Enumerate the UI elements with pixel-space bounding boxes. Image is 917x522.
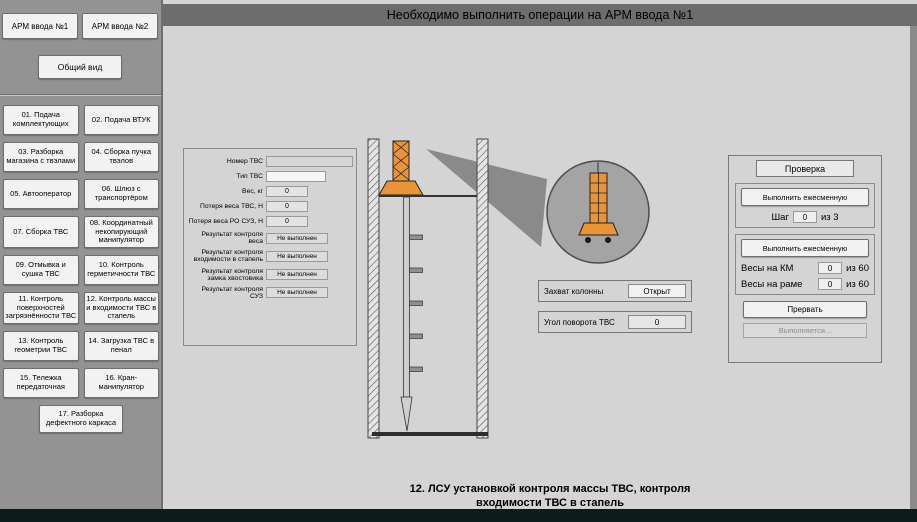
progress-status-label: Выполняется...: [743, 323, 867, 338]
screen-caption-line2: входимости ТВС в стапель: [475, 496, 624, 509]
grip-mast: [378, 140, 424, 196]
tvs-rotation-angle-box: Угол поворота ТВС 0: [538, 311, 692, 333]
form-row: Результат контроля входимости в стапель …: [187, 249, 353, 263]
tail-lock-check-result-value: Не выполнен: [266, 269, 328, 281]
scales-frame-label: Весы на раме: [741, 278, 803, 290]
form-row: Результат контроля СУЗ Не выполнен: [187, 286, 353, 300]
page-title: Необходимо выполнить операции на АРМ вво…: [386, 8, 694, 22]
daily-check-section-2: Выполнить ежесменную Весы на КМ 0 из 60 …: [735, 234, 875, 295]
weight-value: 0: [266, 186, 308, 197]
window-right-edge: [910, 4, 917, 509]
window-bottom-edge: [0, 509, 917, 522]
base-plate: [372, 432, 488, 436]
suz-check-result-value: Не выполнен: [266, 287, 328, 299]
daily-check-section-1: Выполнить ежесменную Шаг 0 из 3: [735, 183, 875, 228]
sidebar-item-11[interactable]: 11. Контроль поверхностей загрязнённости…: [3, 291, 79, 324]
scales-km-total: из 60: [846, 262, 869, 274]
sidebar: АРМ ввода №1 АРМ ввода №2 Общий вид 01. …: [0, 0, 163, 509]
sidebar-item-15[interactable]: 15. Тележка передаточная: [3, 367, 79, 398]
sidebar-item-13[interactable]: 13. Контроль геометрии ТВС: [3, 330, 79, 361]
fit-check-result-label: Результат контроля входимости в стапель: [193, 249, 263, 264]
overview-button[interactable]: Общий вид: [38, 55, 122, 79]
stand-schematic: [367, 138, 650, 439]
sidebar-item-03[interactable]: 03. Разборка магазина с твэлами: [3, 142, 79, 172]
fit-check-result-value: Не выполнен: [266, 250, 328, 262]
tvs-weight-loss-label: Потеря веса ТВС, Н: [199, 202, 263, 210]
form-row: Потеря веса РО СУЗ, Н 0: [187, 216, 353, 227]
suz-check-result-label: Результат контроля СУЗ: [201, 285, 263, 300]
header-bar: Необходимо выполнить операции на АРМ вво…: [163, 4, 917, 26]
sidebar-item-09[interactable]: 09. Отмывка и сушка ТВС: [3, 254, 79, 285]
sidebar-separator: [0, 94, 161, 96]
scales-frame-total: из 60: [846, 278, 869, 290]
form-row: Вес, кг 0: [187, 186, 353, 197]
form-row: Потеря веса ТВС, Н 0: [187, 201, 353, 212]
sidebar-item-01[interactable]: 01. Подача комплектующих: [3, 105, 79, 135]
column-grip-state-button[interactable]: Открыт: [628, 284, 686, 298]
tail-lock-check-result-label: Результат контроля замка хвостовика: [201, 267, 263, 282]
arm-switcher: АРМ ввода №1 АРМ ввода №2: [2, 13, 158, 39]
weight-label: Вес, кг: [242, 187, 263, 195]
right-rail: [476, 138, 489, 439]
sidebar-item-12[interactable]: 12. Контроль массы и входимости ТВС в ст…: [83, 291, 159, 324]
weight-check-result-value: Не выполнен: [266, 232, 328, 244]
form-row: Результат контроля веса Не выполнен: [187, 231, 353, 245]
tvs-type-input[interactable]: [266, 171, 326, 182]
column-grip-label: Захват колонны: [544, 286, 604, 296]
sidebar-item-07[interactable]: 07. Сборка ТВС: [3, 216, 79, 248]
run-daily-check-button-2[interactable]: Выполнить ежесменную: [741, 239, 869, 257]
check-panel: Проверка Выполнить ежесменную Шаг 0 из 3…: [728, 155, 882, 363]
sidebar-menu: 01. Подача комплектующих 02. Подача ВТУК…: [3, 105, 159, 433]
sidebar-item-16[interactable]: 16. Кран-манипулятор: [83, 367, 159, 398]
step-value: 0: [792, 211, 817, 223]
run-daily-check-button-1[interactable]: Выполнить ежесменную: [741, 188, 869, 206]
step-total: из 3: [820, 211, 839, 223]
sidebar-item-14[interactable]: 14. Загрузка ТВС в пенал: [83, 330, 159, 361]
sidebar-item-05[interactable]: 05. Автооператор: [3, 179, 79, 209]
screen-caption: 12. ЛСУ установкой контроля массы ТВС, к…: [320, 483, 780, 511]
sidebar-item-10[interactable]: 10. Контроль герметичности ТВС: [83, 254, 159, 285]
abort-button[interactable]: Прервать: [743, 301, 867, 318]
sidebar-item-17[interactable]: 17. Разборка дефектного каркаса: [39, 404, 123, 433]
tvs-number-label: Номер ТВС: [226, 157, 263, 165]
sidebar-item-06[interactable]: 06. Шлюз с транспортёром: [83, 179, 159, 209]
sidebar-item-02[interactable]: 02. Подача ВТУК: [83, 105, 159, 135]
ro-suz-weight-loss-label: Потеря веса РО СУЗ, Н: [188, 217, 263, 225]
step-label: Шаг: [771, 211, 789, 223]
sidebar-item-08[interactable]: 08. Координатный некопирующий манипулято…: [83, 216, 159, 248]
ro-suz-weight-loss-value: 0: [266, 216, 308, 227]
weight-check-result-label: Результат контроля веса: [201, 231, 263, 246]
column-grip-box: Захват колонны Открыт: [538, 280, 692, 302]
step-row: Шаг 0 из 3: [739, 211, 871, 223]
tvs-parameters-panel: Номер ТВС Тип ТВС Вес, кг 0 Потеря веса …: [183, 148, 357, 346]
left-rail: [367, 138, 380, 439]
arm-vvoda-1-button[interactable]: АРМ ввода №1: [2, 13, 78, 39]
tvs-weight-loss-value: 0: [266, 201, 308, 212]
scales-km-label: Весы на КМ: [741, 262, 794, 274]
tvs-rotation-angle-value: 0: [628, 315, 686, 329]
scales-km-row: Весы на КМ 0 из 60: [739, 262, 871, 274]
tvs-type-label: Тип ТВС: [236, 172, 263, 180]
form-row: Результат контроля замка хвостовика Не в…: [187, 268, 353, 282]
tvs-rotation-angle-label: Угол поворота ТВС: [544, 317, 615, 327]
magnifier-circle: [546, 160, 650, 264]
screen-caption-line1: 12. ЛСУ установкой контроля массы ТВС, к…: [409, 483, 691, 495]
form-row: Номер ТВС: [187, 156, 353, 167]
fuel-assembly-rod: [400, 196, 423, 432]
form-row: Тип ТВС: [187, 171, 353, 182]
scales-frame-row: Весы на раме 0 из 60: [739, 278, 871, 290]
arm-vvoda-2-button[interactable]: АРМ ввода №2: [82, 13, 158, 39]
sidebar-item-04[interactable]: 04. Сборка пучка твэлов: [83, 142, 159, 172]
tvs-number-input[interactable]: [266, 156, 353, 167]
scales-km-value: 0: [818, 262, 843, 274]
check-panel-title: Проверка: [756, 160, 854, 177]
scales-frame-value: 0: [818, 278, 843, 290]
